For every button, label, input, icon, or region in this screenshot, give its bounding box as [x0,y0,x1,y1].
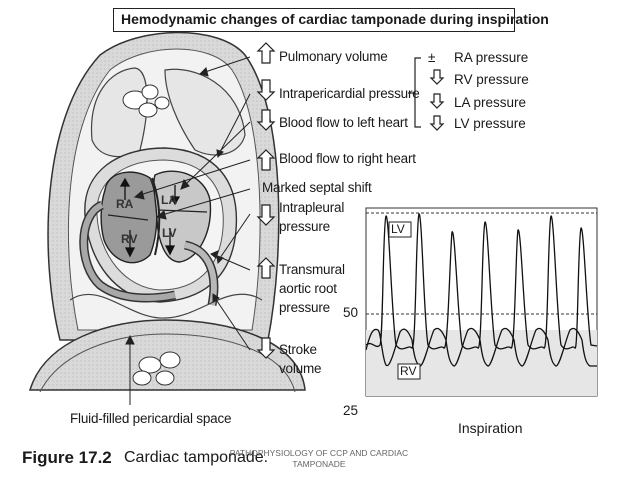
down-arrow-icon [429,115,445,131]
label-right-heart-flow: Blood flow to right heart [279,151,416,166]
pulmonary-vessels [122,84,170,118]
rv-trace-label: RV [400,364,417,378]
down-arrow-icon [256,337,276,359]
chamber-rv: RV [121,232,138,246]
chamber-la: LA [161,193,177,207]
label-pericardial-space: Fluid-filled pericardial space [70,411,232,426]
pressure-ra: RA pressure [454,50,529,65]
down-arrow-icon [256,109,276,131]
label-intrapericardial-pressure: Intrapericardial pressure [279,86,420,101]
waveform-xlabel: Inspiration [458,420,523,436]
lv-trace-label: LV [391,222,405,236]
septum [151,177,161,256]
label-stroke: Stroke [279,342,317,357]
chamber-lv: LV [162,226,177,240]
label-intrapleural: Intrapleural [279,200,345,215]
label-intrapleural-pressure: pressure [279,219,330,234]
diagram-title: Hemodynamic changes of cardiac tamponade… [113,8,549,32]
pressure-lv: LV pressure [454,116,526,131]
label-transmural: Transmural [279,262,345,277]
down-arrow-icon [256,204,276,226]
label-left-heart-flow: Blood flow to left heart [279,115,408,130]
spine-vessels [132,351,181,386]
figure-number: Figure 17.2 [22,448,112,467]
slide-footer: PATHOPHYSIOLOGY OF CCP AND CARDIAC TAMPO… [229,448,409,469]
pressure-bracket [408,57,421,128]
figure-title: Cardiac tamponade. [124,449,269,466]
label-pulmonary-volume: Pulmonary volume [279,49,388,64]
rv-trace [365,327,597,367]
left-heart [153,170,212,263]
pressure-rv: RV pressure [454,72,529,87]
up-arrow-icon [256,42,276,64]
up-arrow-icon [256,257,276,279]
label-aortic-root: aortic root [279,281,337,296]
pressure-la: LA pressure [454,95,527,110]
right-lung [164,68,246,156]
chamber-ra: RA [116,197,134,211]
down-arrow-icon [429,69,445,85]
label-transmural-pressure: pressure [279,300,330,315]
pressure-ra-prefix: ± [428,50,436,65]
up-arrow-icon [256,149,276,171]
label-volume: volume [279,361,322,376]
tick-50: 50 [343,305,359,320]
tick-25: 25 [343,403,359,418]
label-septal-shift: Marked septal shift [262,180,372,195]
down-arrow-icon [256,79,276,101]
lv-trace [365,213,598,350]
down-arrow-icon [429,93,445,109]
